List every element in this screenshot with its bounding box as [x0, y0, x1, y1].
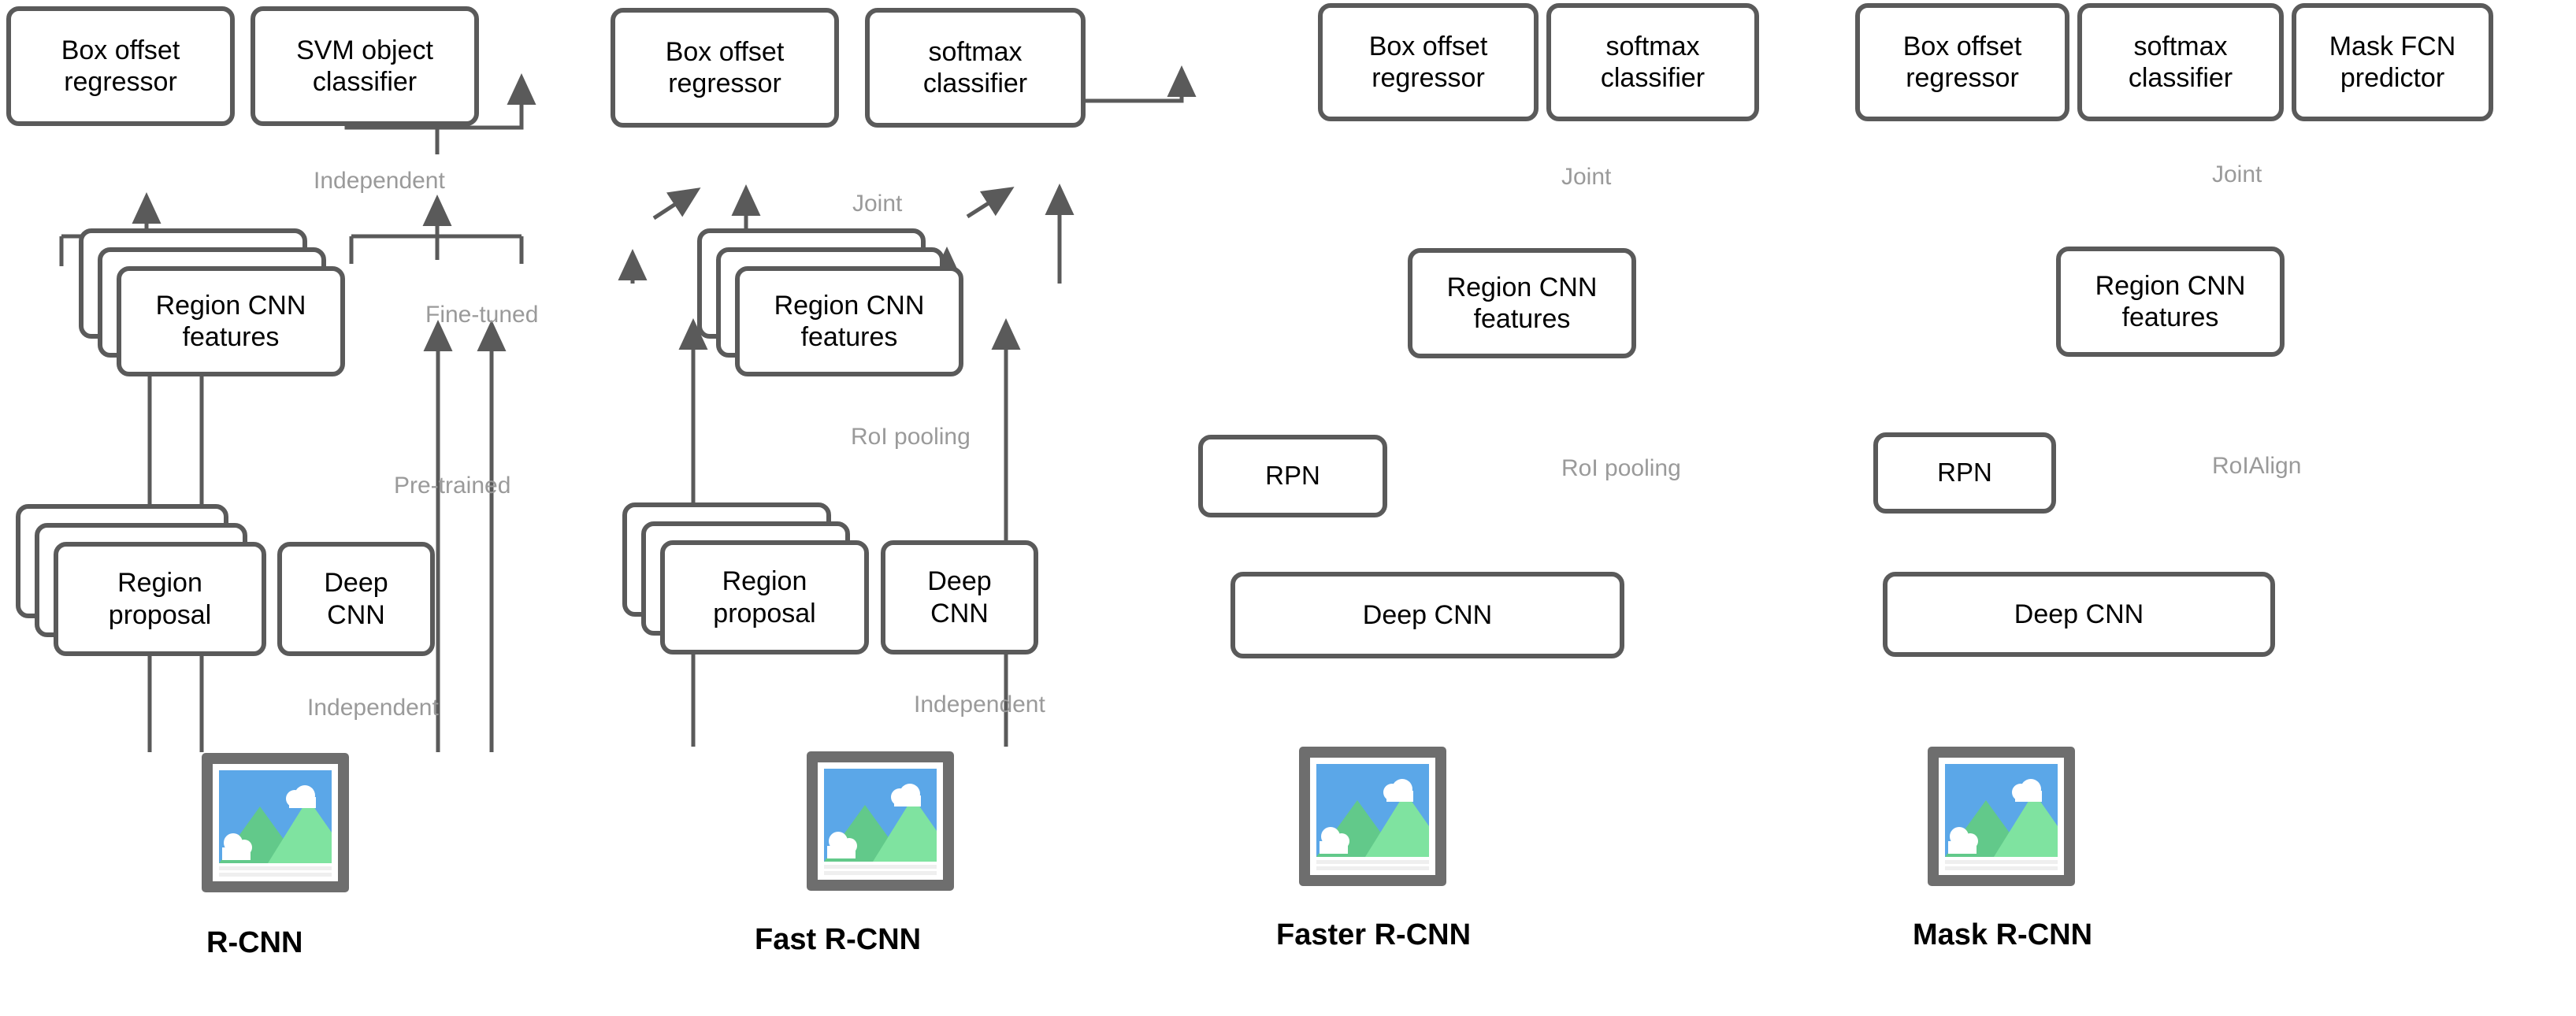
node-region-cnn-features-mask[interactable]: Region CNN features	[2056, 247, 2285, 357]
node-box-offset-regressor-mask[interactable]: Box offset regressor	[1855, 3, 2069, 121]
node-box-offset-regressor-faster[interactable]: Box offset regressor	[1318, 3, 1539, 121]
annotation-fine-tuned-rcnn: Fine-tuned	[425, 302, 539, 328]
annotation-pre-trained-rcnn: Pre-trained	[394, 473, 511, 499]
input-image-icon-faster	[1299, 747, 1446, 886]
node-region-proposal-rcnn[interactable]: Region proposal	[54, 542, 266, 656]
annotation-independent-bottom-rcnn: Independent	[307, 695, 439, 721]
column-title-fast-rcnn: Fast R-CNN	[755, 923, 922, 956]
input-image-icon-fast	[807, 751, 954, 891]
node-region-proposal-fast[interactable]: Region proposal	[660, 540, 869, 654]
node-rpn-mask[interactable]: RPN	[1873, 432, 2056, 514]
node-softmax-classifier-mask[interactable]: softmax classifier	[2077, 3, 2284, 121]
annotation-roialign-mask: RoIAlign	[2212, 453, 2302, 479]
annotation-independent-top-rcnn: Independent	[314, 168, 445, 194]
node-deep-cnn-faster[interactable]: Deep CNN	[1230, 572, 1624, 658]
node-svm-object-classifier-rcnn[interactable]: SVM object classifier	[251, 6, 479, 126]
annotation-joint-fast: Joint	[852, 191, 903, 217]
node-softmax-classifier-faster[interactable]: softmax classifier	[1546, 3, 1759, 121]
annotation-roi-pooling-faster: RoI pooling	[1561, 455, 1681, 481]
node-region-cnn-features-fast[interactable]: Region CNN features	[735, 266, 963, 376]
node-deep-cnn-fast[interactable]: Deep CNN	[881, 540, 1038, 654]
annotation-joint-mask: Joint	[2212, 161, 2262, 187]
node-box-offset-regressor-rcnn[interactable]: Box offset regressor	[6, 6, 235, 126]
node-region-cnn-features-rcnn[interactable]: Region CNN features	[117, 266, 345, 376]
node-softmax-classifier-fast[interactable]: softmax classifier	[865, 8, 1086, 128]
column-title-faster-rcnn: Faster R-CNN	[1276, 918, 1472, 951]
annotation-roi-pooling-fast: RoI pooling	[851, 424, 971, 450]
annotation-independent-fast: Independent	[914, 692, 1045, 718]
input-image-icon-mask	[1928, 747, 2075, 886]
column-title-mask-rcnn: Mask R-CNN	[1913, 918, 2093, 951]
node-box-offset-regressor-fast[interactable]: Box offset regressor	[611, 8, 839, 128]
input-image-icon-rcnn	[202, 753, 349, 892]
node-rpn-faster[interactable]: RPN	[1198, 435, 1387, 517]
node-mask-fcn-predictor-mask[interactable]: Mask FCN predictor	[2292, 3, 2493, 121]
annotation-joint-faster: Joint	[1561, 164, 1612, 190]
column-title-rcnn: R-CNN	[206, 926, 303, 959]
node-deep-cnn-mask[interactable]: Deep CNN	[1883, 572, 2275, 657]
node-deep-cnn-rcnn[interactable]: Deep CNN	[277, 542, 435, 656]
node-region-cnn-features-faster[interactable]: Region CNN features	[1408, 248, 1636, 358]
